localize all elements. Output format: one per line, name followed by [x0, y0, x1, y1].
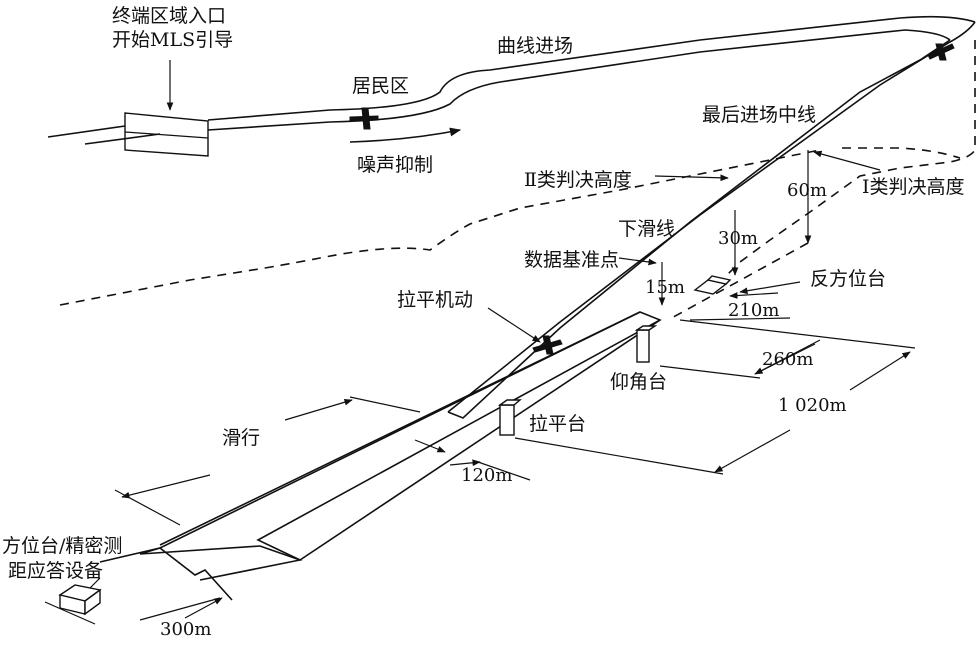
- curved-approach-path-inner: [207, 29, 951, 131]
- runway-outline: [139, 311, 662, 561]
- dim300-ext: [139, 597, 221, 621]
- terminal-entry-label-1: 终端区域入口: [112, 5, 226, 27]
- entry-left-line2: [84, 133, 161, 145]
- curved-approach-label: 曲线进场: [497, 35, 573, 57]
- final-approach-inner: [447, 39, 951, 419]
- taxiway-right: [199, 319, 661, 581]
- final-approach-outer: [447, 21, 976, 413]
- back-azimuth-station: [693, 275, 732, 295]
- taxi-ext-top: [349, 396, 421, 413]
- azimuth-dme-station: [44, 584, 102, 625]
- d300-label: 300m: [160, 619, 211, 640]
- d1020-label: 1 020m: [778, 395, 847, 416]
- taxi-arrow-down: [121, 474, 211, 499]
- h60-label: 60m: [787, 180, 827, 201]
- flare-pointer: [487, 307, 541, 343]
- taxi-ext-bottom: [114, 489, 181, 526]
- residential-area-label: 居民区: [352, 75, 409, 97]
- dim120-arrow2: [449, 459, 481, 467]
- noise-abatement-label: 噪声抑制: [357, 154, 433, 176]
- flare-maneuver-label: 拉平机动: [397, 289, 473, 311]
- runway-edge-long: [159, 311, 641, 546]
- dim1020-ext: [514, 437, 724, 475]
- elevation-station: [634, 325, 658, 363]
- d260-label: 260m: [762, 349, 813, 370]
- aircraft-residential: [349, 107, 379, 130]
- glide-path-label: 下滑线: [618, 218, 675, 240]
- dim120-arrow: [414, 439, 446, 453]
- h30-label: 30m: [718, 228, 758, 249]
- d210-label: 210m: [728, 300, 779, 321]
- coverage-boundary-guide: [842, 147, 961, 159]
- d120-label: 120m: [461, 465, 512, 486]
- entry-box-inner-line: [124, 131, 209, 139]
- entry-left-line1: [47, 125, 126, 138]
- taxi-label: 滑行: [222, 427, 260, 449]
- azimuth-pointer: [89, 577, 101, 589]
- datum-pointer: [618, 257, 657, 266]
- flare-station: [497, 399, 522, 436]
- cat1-dh-label: Ⅰ类判决高度: [862, 176, 965, 198]
- final-centerline-label: 最后进场中线: [702, 104, 816, 126]
- back-azimuth-label: 反方位台: [810, 268, 886, 290]
- curved-approach-path-outer: [207, 15, 976, 121]
- datum-point-label: 数据基准点: [524, 249, 619, 271]
- back-az-pointer: [739, 281, 801, 295]
- taxiway-left: [99, 547, 233, 601]
- taxi-arrow-up: [284, 398, 353, 421]
- dim260-ext: [659, 365, 761, 379]
- elevation-station-label: 仰角台: [610, 371, 667, 393]
- terminal-entry-label-2: 开始MLS引导: [112, 29, 233, 51]
- noise-arrow: [349, 127, 462, 143]
- cat2-pointer: [654, 174, 729, 182]
- dim-top-ext: [679, 319, 916, 349]
- azimuth-dme-label-2: 距应答设备: [8, 560, 103, 582]
- dim210-arrow: [729, 292, 779, 299]
- dim1020-arrow-a: [714, 429, 791, 473]
- flare-station-label: 拉平台: [529, 413, 586, 435]
- glide-slope-dashed: [667, 242, 809, 321]
- dim260-arrow2: [754, 343, 816, 375]
- dim300-arrow: [184, 597, 223, 619]
- cat1-pointer: [813, 150, 881, 171]
- dim210-ext1: [689, 317, 791, 321]
- h15-label: 15m: [645, 277, 685, 298]
- coverage-boundary-right: [719, 40, 976, 283]
- coverage-boundary-left: [59, 149, 821, 306]
- azimuth-dme-label-1: 方位台/精密测: [2, 535, 122, 557]
- cat2-dh-label: Ⅱ类判决高度: [524, 169, 632, 191]
- dim120-ext: [477, 461, 531, 481]
- aircraft-top-right: [927, 43, 955, 61]
- dim1020-arrow-b: [849, 351, 911, 391]
